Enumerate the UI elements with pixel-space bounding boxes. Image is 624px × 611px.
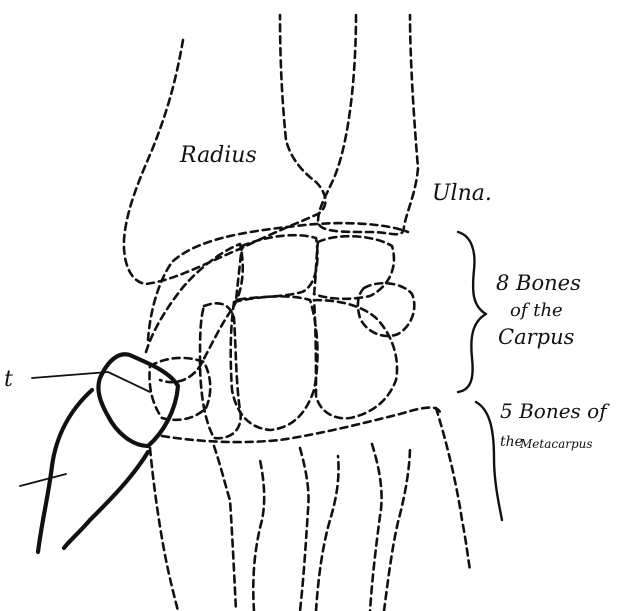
carpal-row-outline [148,223,408,340]
carpus-brace [458,232,486,392]
thumb-metacarpal-head-outline [98,354,178,446]
thumb-bones [20,354,178,552]
radius-label: Radius [179,143,257,168]
carpus-label-line3: Carpus [498,325,575,349]
metacarpal-2-inner [214,446,236,611]
t-marker-line [32,372,108,378]
triquetrum-outline [314,236,394,299]
ulna-bone [318,15,418,234]
trapezoid-outline [200,303,241,438]
metacarpal-4-inner [370,444,382,611]
metacarpus-bones [150,408,470,611]
carpus-label-line2: of the [510,300,563,321]
metacarpus-label-line3: Metacarpus [519,437,593,451]
metacarpal-5 [384,446,410,611]
thumb-tick-mark [20,474,66,486]
carpus-label-line1: 8 Bones [496,271,581,295]
carpus-brace-path [458,232,486,392]
metacarpus-label-line1: 5 Bones of [500,399,610,423]
lunate-outline [236,235,317,300]
t-marker-label: t [4,367,13,392]
metacarpal-3-inner [300,448,309,611]
carpus-bones [146,223,414,438]
metacarpus-brace-path [476,402,502,520]
hamate-outline [314,300,397,418]
metacarpal-5-outer [436,408,470,570]
metacarpal-3 [253,460,264,611]
metacarpal-2 [150,448,178,611]
ulna-outline [318,15,418,234]
pisiform-outline [358,283,414,336]
metacarpus-brace [476,402,502,520]
capitate-outline [231,296,318,430]
t-marker-inner-line [108,372,150,392]
thumb-phalanx-outline [38,390,148,552]
metacarpal-4 [316,456,339,611]
ulna-label: Ulna. [432,181,492,206]
